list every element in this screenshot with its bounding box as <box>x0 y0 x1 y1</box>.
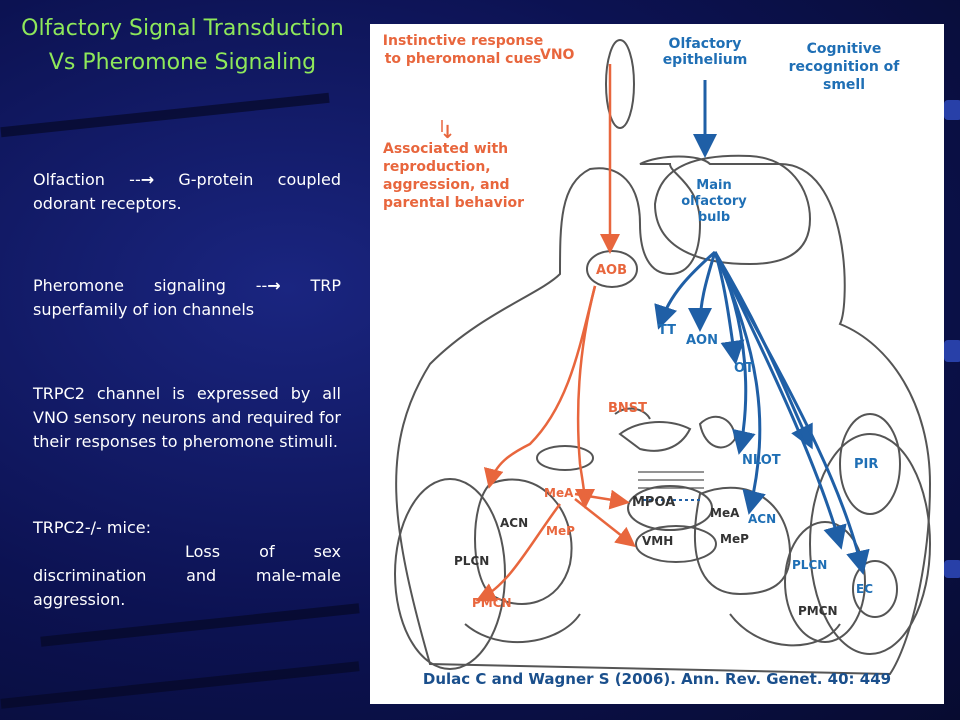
edge-decoration <box>944 560 960 578</box>
vmh-label: VMH <box>642 534 674 548</box>
olfaction-paragraph: Olfaction --→ G-protein coupled odorant … <box>33 168 341 216</box>
plcn-left-label: PLCN <box>454 554 490 568</box>
aon-label: AON <box>686 333 718 348</box>
edge-decoration <box>944 100 960 120</box>
olfactory-pathway-arrows <box>654 80 870 575</box>
down-arrow-icon: ↓ <box>440 122 456 143</box>
ec-label: EC <box>856 582 874 596</box>
instinctive-response-label: Instinctive response to pheromonal cues <box>382 33 544 67</box>
associated-behavior-label: Associated with reproduction, aggression… <box>383 141 525 211</box>
title-line-1: Olfactory Signal Transduction <box>21 16 344 41</box>
brain-pathway-figure: Instinctive response to pheromonal cues … <box>370 24 944 704</box>
pmcn-right-label: PMCN <box>798 604 838 618</box>
brain-outline <box>394 39 932 676</box>
nlot-label: NLOT <box>742 453 781 468</box>
mea-left-label: MeA <box>544 486 574 500</box>
knockout-heading: TRPC2-/- mice: <box>33 518 151 537</box>
main-olfactory-bulb-label: Main olfactory bulb <box>681 178 747 225</box>
cognitive-recognition-label: Cognitive recognition of smell <box>788 41 900 93</box>
trpc2-paragraph: TRPC2 channel is expressed by all VNO se… <box>33 384 341 451</box>
slide-title: Olfactory Signal Transduction Vs Pheromo… <box>10 12 355 80</box>
pheromone-paragraph: Pheromone signaling --→ TRP superfamily … <box>33 274 341 322</box>
brain-diagram <box>394 39 932 676</box>
pheromone-text: Pheromone signaling -- <box>33 276 268 295</box>
vno-label: VNO <box>540 47 575 63</box>
vomeronasal-pathway-arrows <box>475 64 636 602</box>
citation: Dulac C and Wagner S (2006). Ann. Rev. G… <box>422 670 892 688</box>
right-arrow-icon: → <box>267 276 281 295</box>
mep-right-label: MeP <box>720 532 749 546</box>
bnst-label: BNST <box>608 401 648 416</box>
title-line-2: Vs Pheromone Signaling <box>48 50 317 75</box>
mep-left-label: MeP <box>546 524 575 538</box>
acn-left-label: ACN <box>500 516 529 530</box>
pir-label: PIR <box>854 457 879 472</box>
plcn-right-label: PLCN <box>792 558 828 572</box>
ot-label: OT <box>734 361 754 376</box>
acn-right-label: ACN <box>748 512 777 526</box>
knockout-phenotype: Loss of sex discrimination and male-male… <box>33 542 341 609</box>
mpoa-label: MPOA <box>632 495 676 510</box>
pmcn-left-label: PMCN <box>472 596 512 610</box>
right-arrow-icon: → <box>140 170 155 189</box>
mpoa-hatching <box>638 471 704 489</box>
trpc2-knockout-paragraph: TRPC2-/- mice: Loss of sex discriminatio… <box>33 516 341 612</box>
olfaction-text: Olfaction -- <box>33 170 141 189</box>
mea-right-label: MeA <box>710 506 740 520</box>
aob-label: AOB <box>596 263 628 278</box>
tt-label: TT <box>658 323 677 338</box>
edge-decoration <box>944 340 960 362</box>
olfaction-receptors-text: G-protein coupled odorant receptors. <box>33 170 341 213</box>
pheromone-channels-text: TRP superfamily of ion channels <box>33 276 342 319</box>
olfactory-epithelium-label: Olfactory epithelium <box>662 36 748 68</box>
